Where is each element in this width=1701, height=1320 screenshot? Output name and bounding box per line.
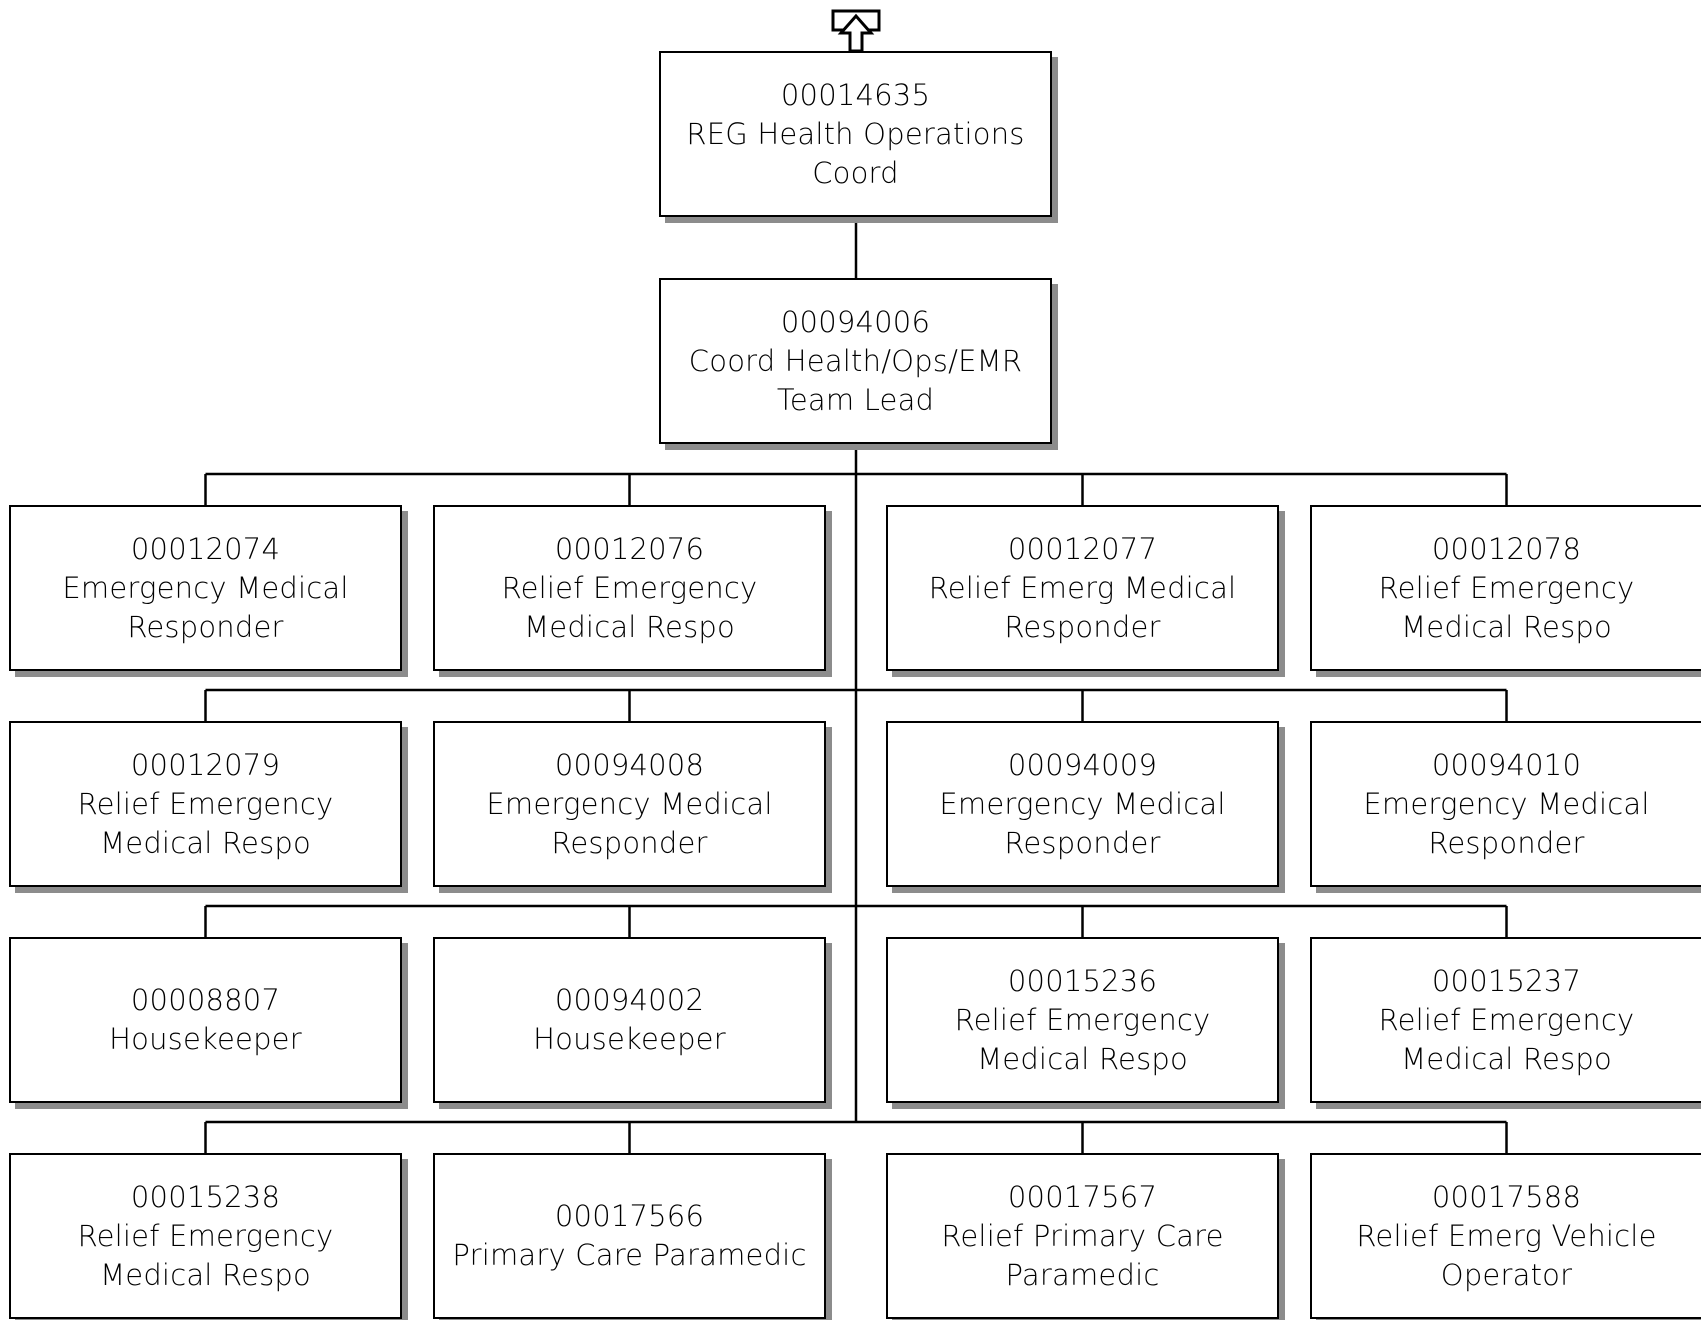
position-id: 00094010 — [1431, 747, 1582, 782]
position-id: 00012076 — [554, 531, 705, 566]
position-id: 00017567 — [1007, 1179, 1158, 1214]
position-id: 00012074 — [130, 531, 281, 566]
position-title: Emergency Medical Responder — [486, 786, 773, 860]
position-id: 00015237 — [1431, 963, 1582, 998]
position-title: Emergency Medical Responder — [1363, 786, 1650, 860]
position-title: REG Health Operations Coord — [686, 116, 1025, 190]
position-id: 00015236 — [1007, 963, 1158, 998]
position-id: 00094006 — [780, 304, 931, 339]
position-title: Relief Emerg Vehicle Operator — [1356, 1218, 1657, 1292]
position-id: 00008807 — [130, 983, 281, 1017]
position-id: 00012079 — [130, 747, 281, 782]
position-id: 00094008 — [554, 747, 705, 782]
position-title: Housekeeper — [109, 1022, 302, 1056]
position-id: 00012078 — [1431, 531, 1582, 566]
position-title: Coord Health/Ops/EMR Team Lead — [688, 343, 1023, 417]
lead-position-box[interactable]: 00094006 Coord Health/Ops/EMR Team Lead — [659, 278, 1052, 444]
position-title: Emergency Medical Responder — [939, 786, 1226, 860]
position-title: Emergency Medical Responder — [62, 570, 349, 644]
up-arrow-icon[interactable] — [831, 9, 881, 53]
position-id: 00015238 — [130, 1179, 281, 1214]
root-position-box[interactable]: 00014635 REG Health Operations Coord — [659, 51, 1052, 217]
position-title: Relief Emergency Medical Respo — [77, 1218, 334, 1292]
position-title: Relief Emergency Medical Respo — [77, 786, 334, 860]
position-id: 00017566 — [554, 1199, 705, 1233]
position-title: Relief Emergency Medical Respo — [1378, 570, 1635, 644]
position-id: 00012077 — [1007, 531, 1158, 566]
position-title: Primary Care Paramedic — [452, 1238, 807, 1272]
position-id: 00094009 — [1007, 747, 1158, 782]
position-title: Housekeeper — [533, 1022, 726, 1056]
position-id: 00017588 — [1431, 1179, 1582, 1214]
position-title: Relief Emerg Medical Responder — [928, 570, 1237, 644]
position-title: Relief Emergency Medical Respo — [1378, 1002, 1635, 1076]
position-id: 00014635 — [780, 77, 931, 112]
position-title: Relief Emergency Medical Respo — [501, 570, 758, 644]
position-title: Relief Primary Care Paramedic — [941, 1218, 1224, 1292]
position-id: 00094002 — [554, 983, 705, 1017]
position-title: Relief Emergency Medical Respo — [954, 1002, 1211, 1076]
